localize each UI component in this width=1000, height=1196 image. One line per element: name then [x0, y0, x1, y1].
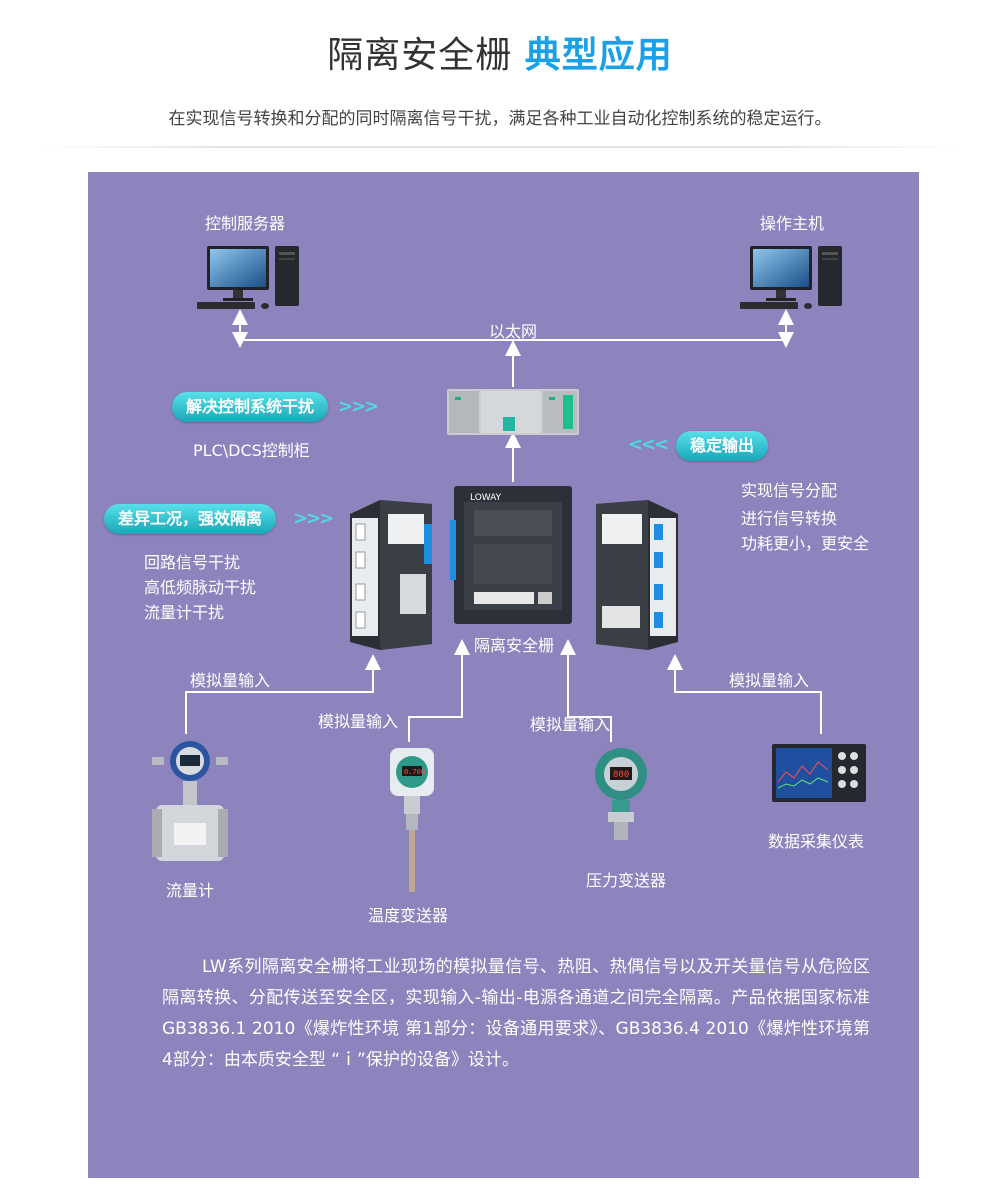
temperature-transmitter-icon: 0.700 [390, 748, 434, 892]
input-label-right-outer: 模拟量输入 [729, 671, 810, 690]
temp-readout: 0.700 [404, 768, 425, 776]
host-label: 操作主机 [760, 214, 825, 233]
right-list-item-3: 功耗更小，更安全 [741, 534, 870, 553]
title-accent: 典型应用 [524, 35, 673, 76]
input-label-left-outer: 模拟量输入 [190, 671, 271, 690]
pressure-link [560, 639, 612, 742]
center-barrier-module-icon: LOWAY [450, 486, 572, 624]
chevron-right-icon: >>> [293, 508, 334, 529]
right-barrier-module-icon [596, 500, 678, 650]
title-main: 隔离安全栅 [327, 35, 513, 76]
right-list-item-2: 进行信号转换 [741, 509, 838, 528]
left-list-item-2: 高低频脉动干扰 [144, 578, 257, 597]
page-title: 隔离安全栅 典型应用 [0, 26, 1000, 78]
brand-logo: LOWAY [470, 493, 502, 503]
left-barrier-module-icon [350, 500, 432, 650]
temp-transmitter-label: 温度变送器 [368, 906, 449, 925]
chevron-right-icon: >>> [338, 396, 379, 417]
connector-lines [185, 309, 822, 742]
host-computer-icon [740, 246, 842, 309]
server-computer-icon [197, 246, 299, 309]
ethernet-label: 以太网 [488, 322, 537, 341]
flowmeter-link [185, 654, 381, 734]
pressure-transmitter-icon: 800 [595, 748, 647, 840]
chevron-left-icon: <<< [628, 434, 669, 455]
flowmeter-icon [152, 741, 228, 861]
right-list-item-1: 实现信号分配 [741, 481, 838, 500]
server-label: 控制服务器 [205, 214, 286, 233]
product-description: LW系列隔离安全栅将工业现场的模拟量信号、热阻、热偶信号以及开关量信号从危险区隔… [162, 957, 870, 1070]
tag-interference: 解决控制系统干扰 [172, 392, 329, 422]
input-label-right-inner: 模拟量输入 [530, 715, 611, 734]
application-diagram: 控制服务器 操作主机 以太网 解决控制系统干扰 >>> PLC\DCS控制柜 稳… [88, 172, 919, 1178]
temp-link [408, 639, 470, 742]
tag-isolation: 差异工况，强效隔离 [104, 504, 277, 534]
flowmeter-label: 流量计 [166, 881, 215, 900]
data-recorder-icon [772, 744, 866, 802]
pressure-readout: 800 [613, 770, 629, 780]
recorder-link [667, 654, 822, 734]
input-label-left-inner: 模拟量输入 [318, 712, 399, 731]
page-subtitle: 在实现信号转换和分配的同时隔离信号干扰，满足各种工业自动化控制系统的稳定运行。 [168, 109, 832, 129]
plc-label: PLC\DCS控制柜 [193, 441, 310, 460]
pressure-transmitter-label: 压力变送器 [586, 871, 667, 890]
left-list-item-1: 回路信号干扰 [144, 553, 241, 572]
center-device-label: 隔离安全栅 [473, 636, 554, 655]
tag-stable-output: 稳定输出 [676, 431, 769, 461]
plc-cabinet-icon [447, 389, 579, 435]
recorder-label: 数据采集仪表 [768, 832, 865, 851]
divider [40, 146, 960, 148]
left-list-item-3: 流量计干扰 [144, 603, 225, 622]
